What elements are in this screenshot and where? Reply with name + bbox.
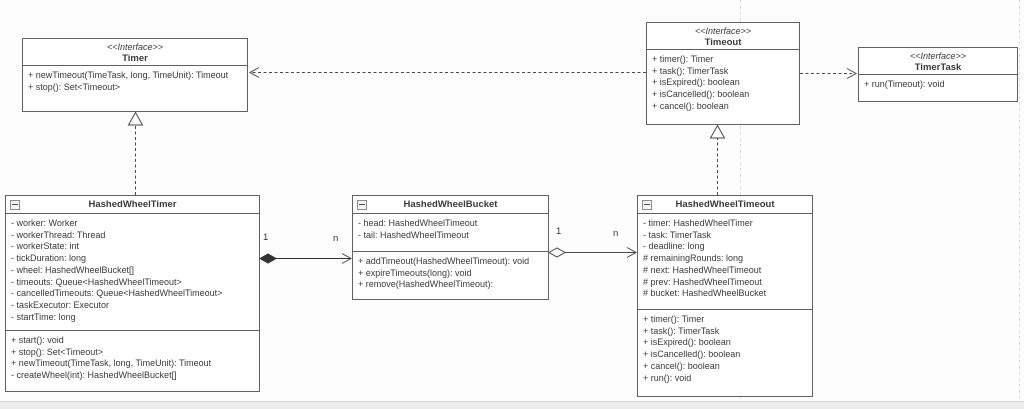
method: + task(): TimerTask xyxy=(652,65,729,76)
class-box-hashedwheelbucket[interactable]: HashedWheelBucket - head: HashedWheelTim… xyxy=(352,195,549,300)
realization-edge-hashedwheeltimer-to-timer[interactable] xyxy=(127,111,144,196)
class-box-hashedwheeltimeout[interactable]: HashedWheelTimeout - timer: HashedWheelT… xyxy=(637,195,813,397)
timeout-stereotype: <<Interface>> xyxy=(694,26,752,36)
attribute: # remainingRounds: long xyxy=(643,253,744,264)
method: - createWheel(int): HashedWheelBucket[] xyxy=(11,370,177,381)
hashedwheeltimeout-methods-compartment: + timer(): Timer + task(): TimerTask + i… xyxy=(638,310,812,396)
timertask-title-compartment: <<Interface>> TimerTask xyxy=(859,48,1017,75)
method: + stop(): Set<Timeout> xyxy=(28,81,120,92)
timeout-name: Timeout xyxy=(704,37,742,48)
collapse-icon[interactable] xyxy=(357,200,367,210)
attribute: - task: TimerTask xyxy=(643,229,712,240)
dependency-edge-timeout-to-timertask[interactable] xyxy=(800,68,858,79)
timeout-title-compartment: <<Interface>> Timeout xyxy=(647,23,799,50)
timeout-methods-compartment: + timer(): Timer + task(): TimerTask + i… xyxy=(647,50,799,124)
method: + addTimeout(HashedWheelTimeout): void xyxy=(358,256,530,266)
hashedwheeltimer-title-compartment: HashedWheelTimer xyxy=(6,196,259,214)
attribute: # prev: HashedWheelTimeout xyxy=(643,276,762,287)
attribute: - tail: HashedWheelTimeout xyxy=(358,229,469,240)
attribute: # next: HashedWheelTimeout xyxy=(643,264,762,275)
attribute: - timeouts: Queue<HashedWheelTimeout> xyxy=(11,276,182,287)
multiplicity-source-timer-bucket[interactable]: 1 xyxy=(263,232,269,243)
hashedwheelbucket-attributes-compartment: - head: HashedWheelTimeout - tail: Hashe… xyxy=(353,214,548,252)
method: + run(): void xyxy=(643,372,692,383)
timer-title-compartment: <<Interface>> Timer xyxy=(23,39,247,66)
attribute: - head: HashedWheelTimeout xyxy=(358,218,478,228)
method: + cancel(): boolean xyxy=(643,360,720,371)
method: + isExpired(): boolean xyxy=(643,337,731,348)
method: + newTimeout(TimeTask, long, TimeUnit): … xyxy=(28,70,229,80)
method: + task(): TimerTask xyxy=(643,325,720,336)
class-box-timertask[interactable]: <<Interface>> TimerTask + run(Timeout): … xyxy=(858,47,1018,102)
method: + run(Timeout): void xyxy=(864,79,945,89)
method: + start(): void xyxy=(11,335,64,345)
method: + cancel(): boolean xyxy=(652,100,729,111)
hashedwheeltimeout-name: HashedWheelTimeout xyxy=(675,199,775,210)
hashedwheelbucket-title-compartment: HashedWheelBucket xyxy=(353,196,548,214)
method: + isExpired(): boolean xyxy=(652,77,740,88)
method: + isCancelled(): boolean xyxy=(652,89,750,100)
hashedwheeltimeout-attributes-compartment: - timer: HashedWheelTimer - task: TimerT… xyxy=(638,214,812,310)
class-box-hashedwheeltimer[interactable]: HashedWheelTimer - worker: Worker - work… xyxy=(5,195,260,392)
attribute: - startTime: long xyxy=(11,311,76,322)
attribute: - timer: HashedWheelTimer xyxy=(643,218,753,228)
collapse-icon[interactable] xyxy=(642,200,652,210)
multiplicity-source-bucket-timeout[interactable]: 1 xyxy=(556,226,562,237)
aggregation-edge-bucket-to-timeout[interactable] xyxy=(547,247,638,258)
hashedwheelbucket-name: HashedWheelBucket xyxy=(403,199,498,210)
attribute: - tickDuration: long xyxy=(11,253,87,264)
attribute: - workerState: int xyxy=(11,241,80,252)
method: + stop(): Set<Timeout> xyxy=(11,346,103,357)
method: + remove(HashedWheelTimeout): xyxy=(358,279,493,290)
timer-stereotype: <<Interface>> xyxy=(106,42,164,52)
composition-edge-timer-to-bucket[interactable] xyxy=(258,253,353,264)
method: + timer(): Timer xyxy=(652,54,714,64)
multiplicity-target-bucket-timeout[interactable]: n xyxy=(613,228,619,239)
timertask-methods-compartment: + run(Timeout): void xyxy=(859,75,1017,101)
multiplicity-target-timer-bucket[interactable]: n xyxy=(333,233,339,244)
hashedwheelbucket-methods-compartment: + addTimeout(HashedWheelTimeout): void +… xyxy=(353,252,548,299)
hashedwheeltimer-name: HashedWheelTimer xyxy=(88,199,177,210)
attribute: - cancelledTimeouts: Queue<HashedWheelTi… xyxy=(11,288,223,299)
attribute: - taskExecutor: Executor xyxy=(11,299,110,310)
attribute: - workerThread: Thread xyxy=(11,229,106,240)
dependency-edge-timeout-to-timer[interactable] xyxy=(248,67,646,78)
timer-methods-compartment: + newTimeout(TimeTask, long, TimeUnit): … xyxy=(23,66,247,111)
collapse-icon[interactable] xyxy=(10,200,20,210)
method: + expireTimeouts(long): void xyxy=(358,267,472,278)
window-bottom-edge xyxy=(0,401,1024,409)
attribute: - wheel: HashedWheelBucket[] xyxy=(11,264,135,275)
hashedwheeltimer-methods-compartment: + start(): void + stop(): Set<Timeout> +… xyxy=(6,331,259,391)
hashedwheeltimeout-title-compartment: HashedWheelTimeout xyxy=(638,196,812,214)
timertask-stereotype: <<Interface>> xyxy=(909,51,967,61)
realization-edge-hashedwheeltimeout-to-timeout[interactable] xyxy=(709,124,726,196)
method: + timer(): Timer xyxy=(643,314,705,324)
timertask-name: TimerTask xyxy=(914,62,962,73)
attribute: # bucket: HashedWheelBucket xyxy=(643,288,767,299)
method: + newTimeout(TimeTask, long, TimeUnit): … xyxy=(11,358,212,369)
timer-name: Timer xyxy=(122,53,148,64)
hashedwheeltimer-attributes-compartment: - worker: Worker - workerThread: Thread … xyxy=(6,214,259,331)
attribute: - worker: Worker xyxy=(11,218,78,228)
class-box-timer[interactable]: <<Interface>> Timer + newTimeout(TimeTas… xyxy=(22,38,248,112)
attribute: - deadline: long xyxy=(643,241,705,252)
method: + isCancelled(): boolean xyxy=(643,349,741,360)
class-box-timeout[interactable]: <<Interface>> Timeout + timer(): Timer +… xyxy=(646,22,800,125)
